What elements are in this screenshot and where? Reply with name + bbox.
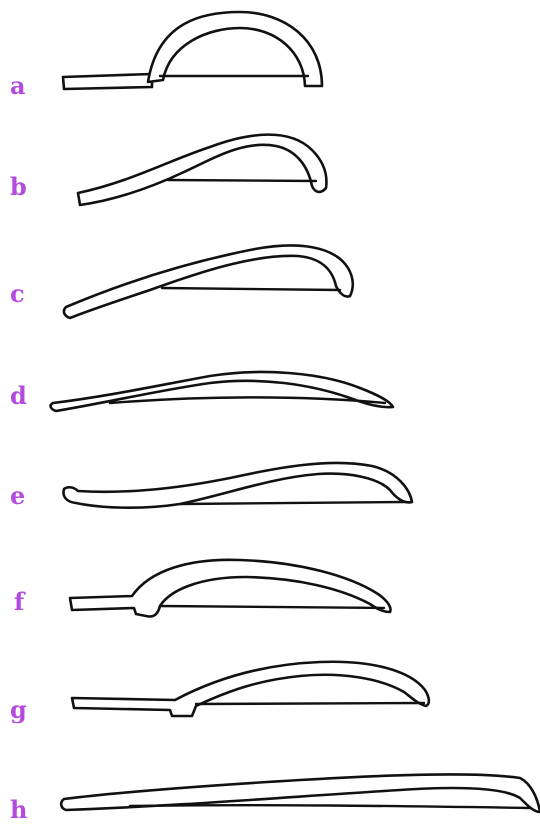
label-h: h xyxy=(10,795,27,824)
profile-h: h xyxy=(10,774,540,824)
profile-f: f xyxy=(14,560,391,617)
profile-b: b xyxy=(10,135,326,205)
profile-d-body xyxy=(51,372,393,411)
profile-g-chord xyxy=(196,703,424,704)
profile-g-body xyxy=(72,662,429,716)
profile-d: d xyxy=(10,372,393,411)
label-c: c xyxy=(10,279,25,308)
profile-a: a xyxy=(10,12,322,100)
profile-c-chord xyxy=(162,288,340,290)
profile-c-body xyxy=(64,246,353,318)
profile-f-chord xyxy=(160,606,384,608)
profile-e-body xyxy=(64,463,413,508)
label-b: b xyxy=(10,172,27,201)
label-f: f xyxy=(14,587,26,616)
profile-g: g xyxy=(10,662,429,724)
profile-e: e xyxy=(10,463,412,510)
profile-a-handle xyxy=(63,74,152,89)
profile-c: c xyxy=(10,246,353,318)
profile-b-body xyxy=(78,135,326,205)
profile-d-chord xyxy=(110,397,385,403)
label-d: d xyxy=(10,381,27,410)
profile-h-chord xyxy=(130,805,530,808)
label-g: g xyxy=(10,695,27,724)
profile-b-chord xyxy=(168,180,316,181)
label-a: a xyxy=(10,71,26,100)
label-e: e xyxy=(10,481,25,510)
profile-e-chord xyxy=(180,502,406,504)
